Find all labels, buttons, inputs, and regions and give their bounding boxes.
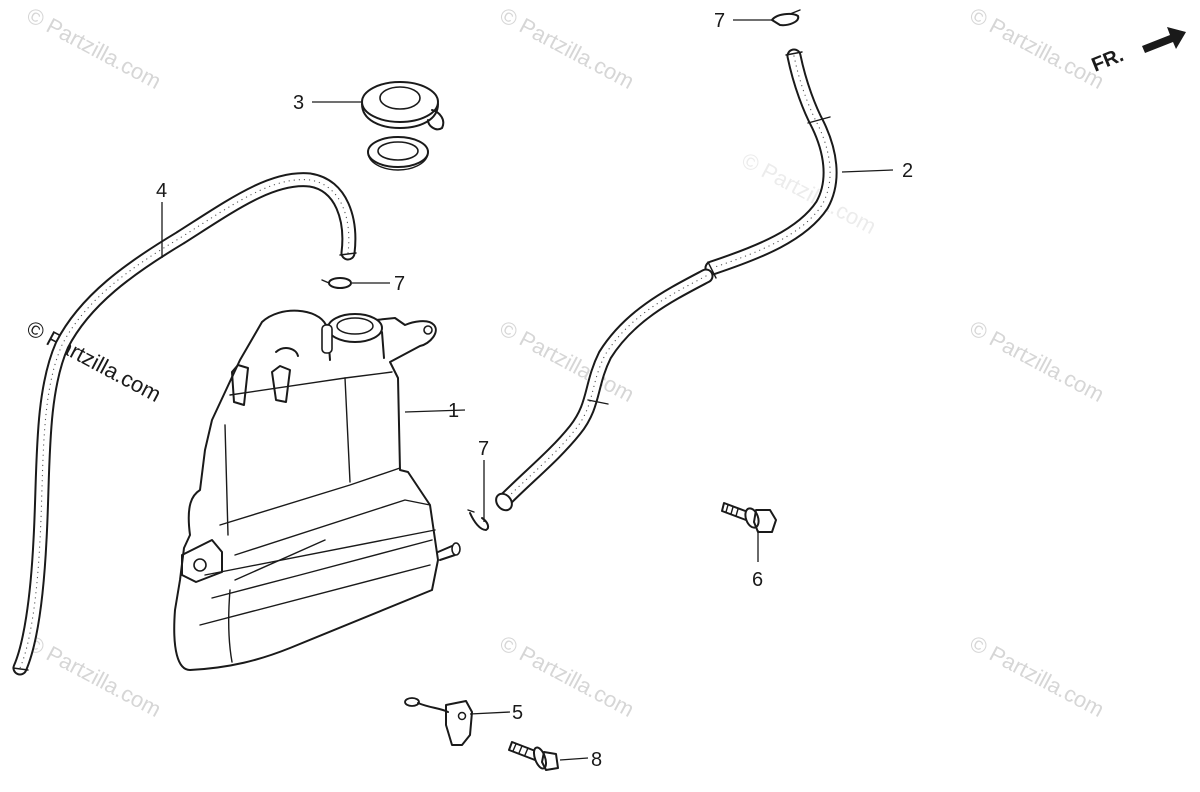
front-direction-indicator: FR.: [1089, 27, 1186, 77]
part-8-bolt: [508, 741, 559, 771]
callout-part-2: 2: [902, 160, 913, 182]
callout-part-4: 4: [156, 180, 167, 202]
part-7-clip-middle: [321, 277, 352, 289]
callout-part-7-middle: 7: [394, 273, 405, 295]
watermark: © Partzilla.com: [966, 2, 1109, 94]
watermark: © Partzilla.com: [496, 2, 639, 94]
callout-part-5: 5: [512, 702, 523, 724]
callout-part-8: 8: [591, 749, 602, 771]
front-direction-label: FR.: [1089, 44, 1127, 76]
part-7-clip-lower: [467, 509, 490, 531]
watermark-layer: © Partzilla.com © Partzilla.com © Partzi…: [23, 2, 1109, 722]
callout-part-1: 1: [448, 400, 459, 422]
watermark: © Partzilla.com: [966, 315, 1109, 407]
part-3-cap: [361, 81, 445, 171]
leader-lines: [161, 19, 894, 761]
part-2-hose: [495, 48, 838, 512]
watermark: © Partzilla.com: [23, 2, 166, 94]
part-4-hose: [12, 172, 357, 676]
watermark: © Partzilla.com: [23, 630, 166, 722]
watermark: © Partzilla.com: [966, 630, 1109, 722]
part-5-bracket: [404, 697, 473, 746]
front-arrow-icon: [1142, 27, 1186, 53]
part-6-bolt: [721, 502, 777, 533]
part-1-reservoir-tank: [173, 309, 461, 671]
callout-labels: 1 2 3 4 5 6 7 7 7 8: [156, 10, 913, 771]
callout-part-7-top: 7: [714, 10, 725, 32]
callout-part-3: 3: [293, 92, 304, 114]
callout-part-6: 6: [752, 569, 763, 591]
part-7-clip-top: [771, 9, 801, 27]
callout-part-7-lower: 7: [478, 438, 489, 460]
